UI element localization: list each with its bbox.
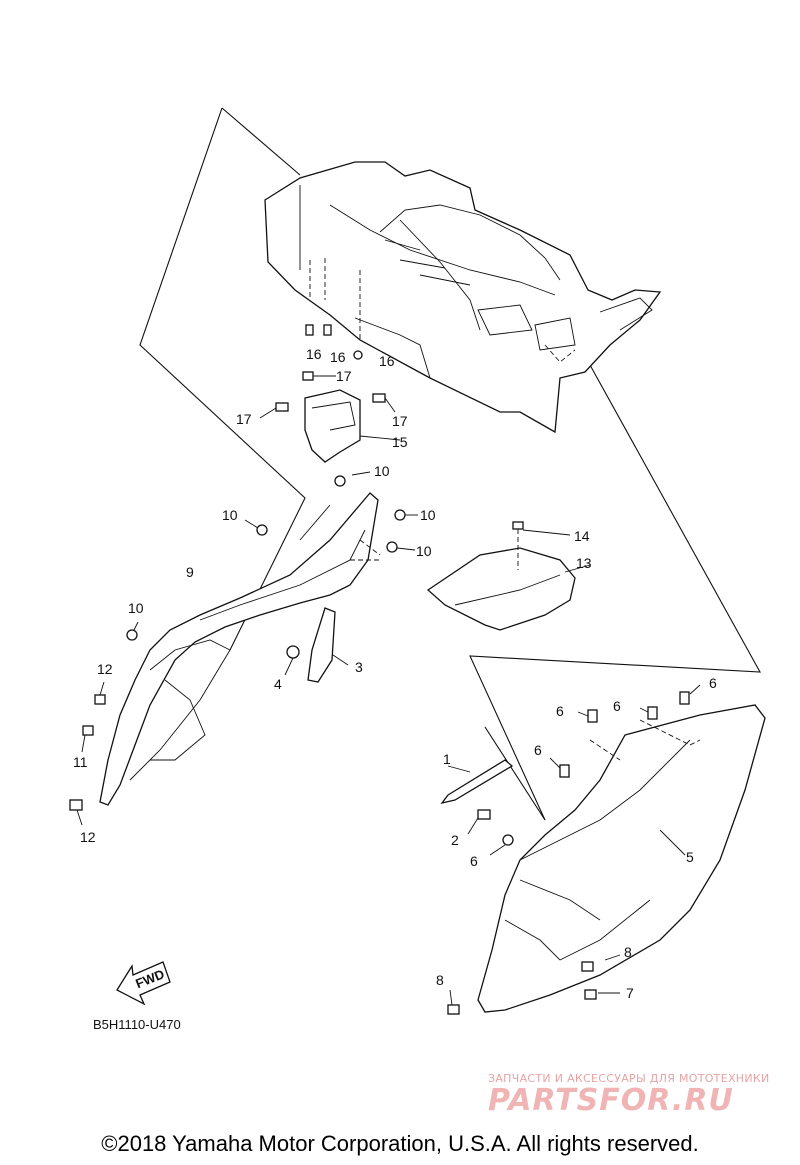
fwd-arrow	[116, 961, 171, 1006]
strip-1	[440, 759, 514, 835]
callout-2: 2	[451, 832, 459, 848]
callout-10e: 10	[128, 600, 144, 616]
copyright-footer: ©2018 Yamaha Motor Corporation, U.S.A. A…	[101, 1131, 699, 1156]
callout-16a: 16	[306, 346, 322, 362]
watermark-tagline: ЗАПЧАСТИ И АКСЕССУАРЫ ДЛЯ МОТОТЕХНИКИ	[488, 1072, 770, 1085]
callout-6a: 6	[709, 675, 717, 691]
callout-1: 1	[443, 751, 451, 767]
callout-5: 5	[686, 849, 694, 865]
bracket-15	[304, 389, 401, 463]
callout-11: 11	[73, 754, 88, 770]
callout-12a: 12	[97, 661, 113, 677]
callout-8b: 8	[436, 972, 444, 988]
callout-12b: 12	[80, 829, 96, 845]
callout-14: 14	[574, 528, 590, 544]
callout-7: 7	[626, 985, 634, 1001]
callout-8a: 8	[624, 944, 632, 960]
callout-6b: 6	[556, 703, 564, 719]
watermark-brand: PARTSFOR.RU	[488, 1083, 734, 1118]
callout-10c: 10	[420, 507, 436, 523]
callout-6e: 6	[470, 853, 478, 869]
callout-17c: 17	[392, 413, 408, 429]
callout-4: 4	[274, 676, 282, 692]
right-side-cover-5	[477, 704, 766, 1013]
callout-13: 13	[576, 555, 592, 571]
callout-9: 9	[186, 564, 194, 580]
callout-15: 15	[392, 434, 408, 450]
panel-13	[426, 521, 591, 631]
callout-17a: 17	[336, 368, 352, 384]
upper-body-assembly	[264, 161, 662, 434]
bracket-3	[284, 607, 349, 683]
callout-10d: 10	[416, 543, 432, 559]
callout-17b: 17	[236, 411, 252, 427]
callout-10b: 10	[222, 507, 238, 523]
guide-lines	[139, 107, 761, 821]
bolts	[69, 471, 701, 1015]
callout-10a: 10	[374, 463, 390, 479]
callout-6c: 6	[613, 698, 621, 714]
left-side-cover-9	[99, 492, 381, 806]
callout-16b: 16	[330, 349, 346, 365]
callout-labels: 16 16 16 17 17 17 15 10 10 10 10 10 9 14…	[73, 346, 717, 1001]
callout-3: 3	[355, 659, 363, 675]
drawing-code: B5H1110-U470	[93, 1017, 181, 1032]
callout-6d: 6	[534, 742, 542, 758]
fasteners-top	[259, 324, 396, 419]
callout-16c: 16	[379, 353, 395, 369]
